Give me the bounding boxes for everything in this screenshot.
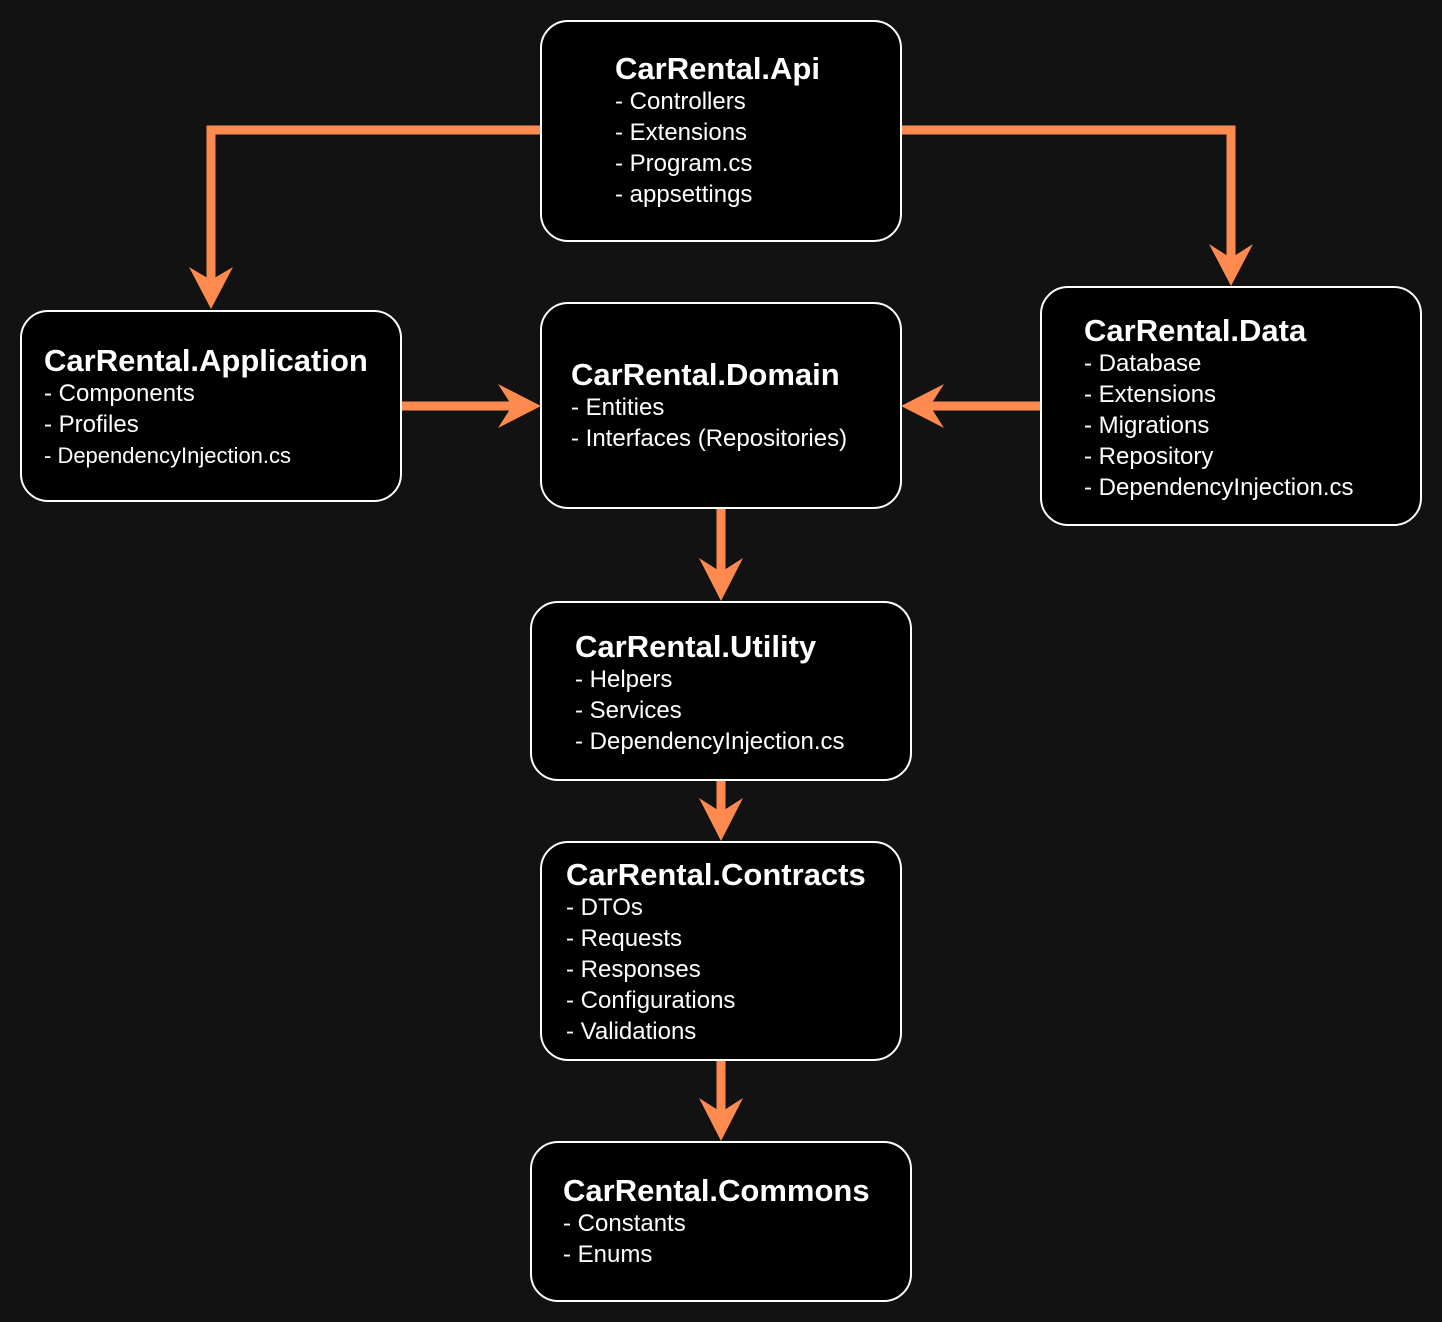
node-item-list: - DTOs - Requests - Responses - Configur… <box>566 892 866 1047</box>
arrowhead <box>901 384 944 428</box>
node-item: - Database <box>1084 350 1202 377</box>
node-item-list: - Controllers - Extensions - Program.cs … <box>615 86 820 210</box>
arrowhead <box>699 798 743 841</box>
node-data: CarRental.Data - Database - Extensions -… <box>1040 286 1422 526</box>
node-item: - Controllers <box>615 88 746 115</box>
node-utility: CarRental.Utility - Helpers - Services -… <box>530 601 912 781</box>
node-item: - Validations <box>566 1018 697 1045</box>
arrowhead <box>1209 244 1253 286</box>
node-item: - appsettings <box>615 181 753 208</box>
node-item: - Responses <box>566 956 701 983</box>
node-item-list: - Helpers - Services - DependencyInjecti… <box>575 664 844 757</box>
node-title: CarRental.Contracts <box>566 857 866 892</box>
node-title: CarRental.Utility <box>575 629 817 664</box>
node-item: - DependencyInjection.cs <box>575 728 845 755</box>
node-title: CarRental.Domain <box>571 357 840 392</box>
edge-data-to-domain <box>901 384 1040 428</box>
arrowhead <box>189 267 233 309</box>
node-item: - Repository <box>1084 443 1214 470</box>
node-title: CarRental.Commons <box>563 1173 870 1208</box>
node-item: - DependencyInjection.cs <box>44 443 292 468</box>
edge-utility-to-contracts <box>699 781 743 841</box>
edge-application-to-domain <box>402 384 541 428</box>
arrowhead <box>699 558 743 601</box>
node-item: - Program.cs <box>615 150 753 177</box>
node-title: CarRental.Application <box>44 343 368 378</box>
edge-contracts-to-commons <box>699 1061 743 1141</box>
edge-line <box>206 125 540 280</box>
node-contracts: CarRental.Contracts - DTOs - Requests - … <box>540 841 902 1061</box>
node-item: - Entities <box>571 394 665 421</box>
edge-api-to-application <box>189 125 540 309</box>
arrowhead <box>498 384 541 428</box>
node-item: - Interfaces (Repositories) <box>571 425 848 452</box>
edge-api-to-data <box>902 125 1253 286</box>
node-item: - Services <box>575 697 682 724</box>
edge-domain-to-utility <box>699 509 743 601</box>
node-item: - Configurations <box>566 987 736 1014</box>
node-item: - Extensions <box>1084 381 1217 408</box>
node-item-list: - Database - Extensions - Migrations - R… <box>1084 348 1353 503</box>
node-item: - Enums <box>563 1241 653 1268</box>
node-item-list: - Constants - Enums <box>563 1208 870 1270</box>
node-item: - Extensions <box>615 119 748 146</box>
node-api: CarRental.Api - Controllers - Extensions… <box>540 20 902 242</box>
node-item: - Helpers <box>575 666 673 693</box>
node-title: CarRental.Api <box>615 51 820 86</box>
node-item: - Components <box>44 380 195 407</box>
node-item: - Constants <box>563 1210 686 1237</box>
node-item: - Profiles <box>44 411 139 438</box>
edge-line <box>902 125 1236 258</box>
node-item: - Requests <box>566 925 683 952</box>
node-item: - Migrations <box>1084 412 1210 439</box>
node-application: CarRental.Application - Components - Pro… <box>20 310 402 502</box>
arrowhead <box>699 1098 743 1141</box>
node-commons: CarRental.Commons - Constants - Enums <box>530 1141 912 1302</box>
node-item: - DTOs <box>566 894 643 921</box>
node-item: - DependencyInjection.cs <box>1084 474 1354 501</box>
node-item-list: - Entities - Interfaces (Repositories) <box>571 392 847 454</box>
node-item-list: - Components - Profiles - DependencyInje… <box>44 378 368 471</box>
node-domain: CarRental.Domain - Entities - Interfaces… <box>540 302 902 509</box>
node-title: CarRental.Data <box>1084 313 1307 348</box>
